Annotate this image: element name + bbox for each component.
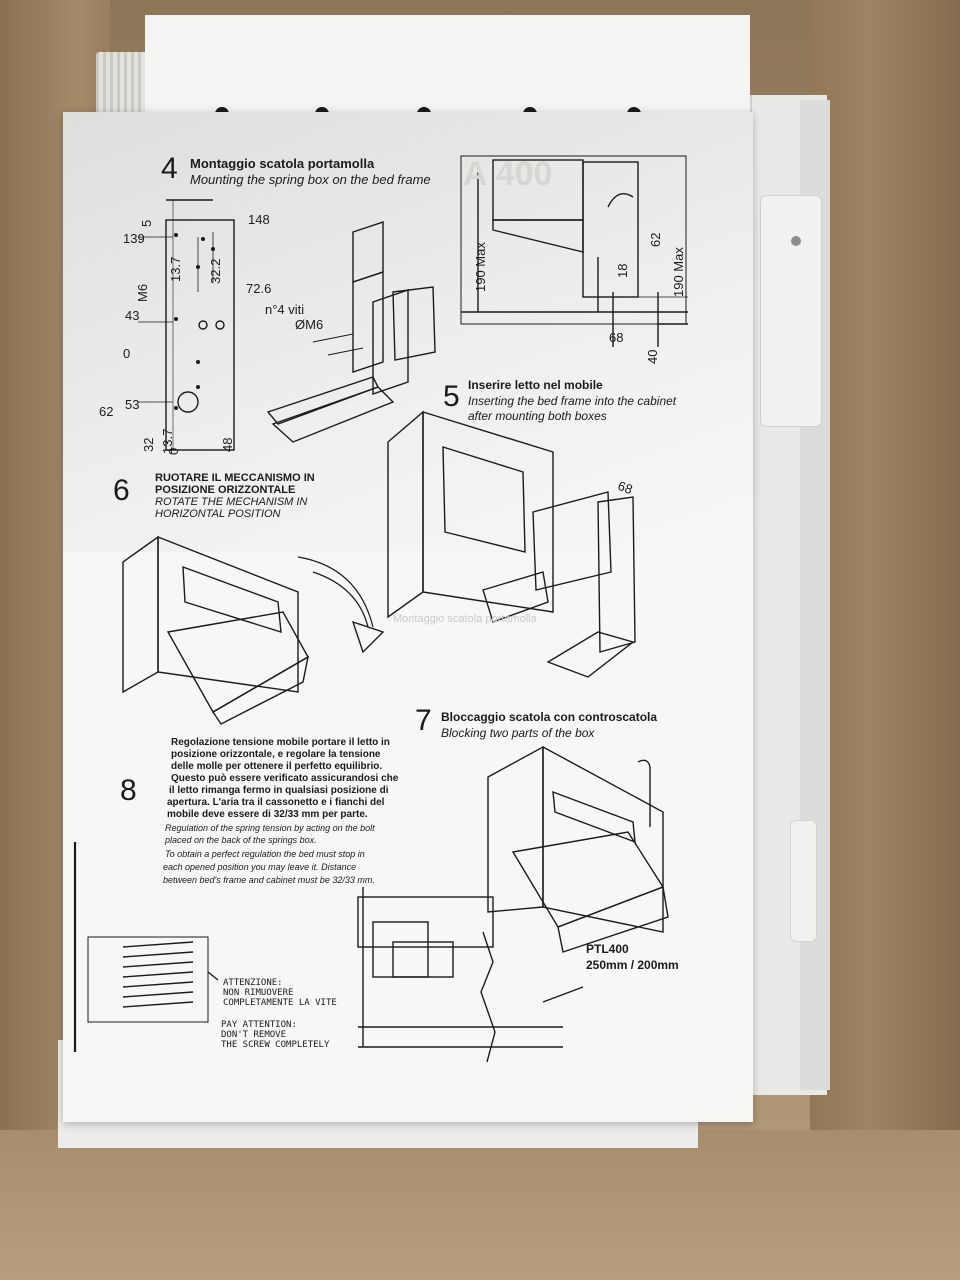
dim-68-section: 68	[609, 330, 624, 345]
step-7-subtitle: Blocking two parts of the box	[441, 726, 595, 740]
box-flap-right	[810, 0, 960, 1280]
panel-tab	[760, 195, 822, 427]
step-6-title-1: RUOTARE IL MECCANISMO IN	[155, 472, 315, 484]
dim-190-max-left: 190 Max	[473, 242, 488, 292]
dim-32: 32	[141, 437, 156, 452]
step-5-subtitle-2: after mounting both boxes	[468, 409, 607, 423]
spring-box-plate-drawing	[138, 199, 235, 451]
product-model: PTL400	[586, 942, 629, 956]
cabinet-insert-drawing	[387, 410, 636, 678]
dim-62: 62	[99, 404, 114, 419]
product-size: 250mm / 200mm	[586, 958, 679, 972]
screw-detail-drawing	[73, 842, 584, 1063]
step-8-text-it-3: delle molle per ottenere il perfetto equ…	[171, 761, 383, 772]
step-8-number: 8	[120, 774, 137, 807]
step-6-subtitle-2: HORIZONTAL POSITION	[155, 508, 281, 520]
warning-en-2: DON'T REMOVE	[221, 1030, 287, 1040]
dim-32-2: 32.2	[208, 258, 223, 284]
step-7-number: 7	[415, 704, 432, 737]
step-8-text-en-5: between bed's frame and cabinet must be …	[163, 875, 375, 885]
step-8-text-en-1: Regulation of the spring tension by acti…	[165, 823, 375, 833]
cabinet-section-drawing	[460, 155, 688, 347]
step-5-number: 5	[443, 380, 460, 413]
dim-139: 139	[123, 231, 145, 246]
screws-count: n°4 viti	[265, 302, 305, 317]
dim-40: 40	[645, 349, 660, 364]
assembly-drawings	[73, 155, 688, 1063]
dim-18: 18	[615, 263, 630, 278]
dim-13-7-top: 13.7	[168, 256, 183, 282]
dim-m6: M6	[135, 283, 150, 302]
step-8-text-it-2: posizione orizzontale, e regolare la ten…	[171, 749, 381, 760]
step-8-text-en-4: each opened position you may leave it. D…	[163, 862, 357, 872]
box-lock-drawing	[487, 745, 669, 953]
step-4-title: Montaggio scatola portamolla	[190, 156, 375, 171]
bleed-through-title: A 400	[463, 155, 553, 193]
dim-0-bottom: 0	[166, 447, 181, 455]
dim-48: 48	[220, 437, 235, 452]
warning-it-3: COMPLETAMENTE LA VITE	[223, 998, 337, 1008]
bleed-through-line: Montaggio scatola portamolla	[393, 613, 537, 625]
step-8-text-it-5: il letto rimanga fermo in qualsiasi posi…	[169, 785, 389, 796]
step-8-text-en-2: placed on the back of the springs box.	[165, 835, 317, 845]
step-5-title: Inserire letto nel mobile	[468, 378, 603, 392]
spring-box-iso-drawing	[266, 221, 436, 443]
step-6-number: 6	[113, 474, 130, 507]
box-flap-bottom	[0, 1130, 960, 1280]
step-8-text-en-3: To obtain a perfect regulation the bed m…	[165, 849, 365, 859]
warning-en-3: THE SCREW COMPLETELY	[221, 1040, 330, 1050]
dim-62-section: 62	[648, 232, 663, 247]
screws-size: ØM6	[295, 317, 324, 332]
tab-hole	[791, 236, 801, 246]
step-8-text-it-4: Questo può essere verificato assicurando…	[171, 773, 399, 784]
step-8-text-it-6: apertura. L'aria tra il cassonetto e i f…	[167, 797, 385, 808]
rotate-mechanism-drawing	[122, 535, 385, 725]
dim-0-left: 0	[123, 346, 131, 361]
dim-53: 53	[125, 397, 140, 412]
dim-148: 148	[248, 212, 270, 227]
step-6-title-2: POSIZIONE ORIZZONTALE	[155, 484, 296, 496]
instruction-sheet: A 400 Montaggio scatola portamolla 4 Mon…	[63, 112, 753, 1122]
step-6-subtitle-1: ROTATE THE MECHANISM IN	[155, 496, 308, 508]
dim-190-max-right: 190 Max	[671, 247, 686, 297]
step-7-title: Bloccaggio scatola con controscatola	[441, 710, 658, 724]
step-8-text-it-7: mobile deve essere di 32/33 mm per parte…	[167, 809, 368, 820]
step-8-text-it-1: Regolazione tensione mobile portare il l…	[171, 737, 390, 748]
step-4-number: 4	[161, 152, 178, 185]
dim-5: 5	[139, 219, 154, 227]
step-5-subtitle-1: Inserting the bed frame into the cabinet	[468, 394, 677, 408]
step-4-subtitle: Mounting the spring box on the bed frame	[190, 172, 431, 187]
warning-it-1: ATTENZIONE:	[223, 978, 283, 988]
dim-43: 43	[125, 308, 140, 323]
dim-72-6: 72.6	[246, 281, 272, 296]
warning-it-2: NON RIMUOVERE	[223, 988, 294, 998]
warning-en-1: PAY ATTENTION:	[221, 1020, 297, 1030]
panel-tab-lower	[790, 820, 817, 942]
